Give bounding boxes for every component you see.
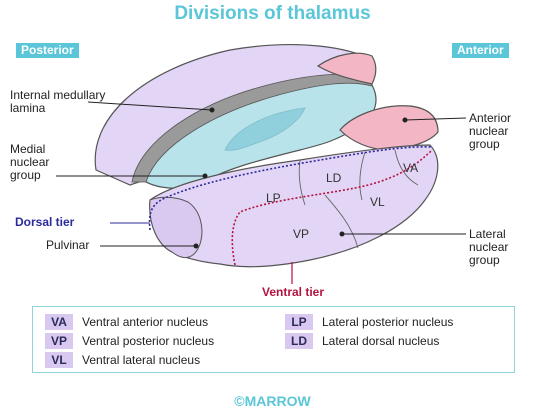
vl-vp-divider: [324, 194, 359, 249]
anterior-nuclear-group: [339, 105, 439, 151]
legend-item-vp: VP Ventral posterior nucleus: [45, 333, 214, 349]
label-ventral-tier: Ventral tier: [262, 285, 325, 299]
anterior-nuclear-group-top: [316, 52, 377, 85]
legend-item-va: VA Ventral anterior nucleus: [45, 314, 208, 330]
label-pulvinar: Pulvinar: [46, 238, 90, 252]
legend-text-vp: Ventral posterior nucleus: [82, 334, 215, 348]
anterior-tag: Anterior: [452, 43, 509, 58]
legend-item-lp: LP Lateral posterior nucleus: [285, 314, 453, 330]
leader-anterior-group: [404, 117, 467, 121]
label-medial-nuclear-group: Medial nuclear group: [10, 142, 50, 182]
legend-abbr-vp: VP: [45, 333, 73, 349]
pulvinar: [149, 196, 203, 259]
legend-text-ld: Lateral dorsal nucleus: [322, 334, 440, 348]
legend-text-va: Ventral anterior nucleus: [82, 315, 209, 329]
dot-lateral-group: [339, 231, 345, 237]
legend-abbr-ld: LD: [285, 333, 313, 349]
legend-abbr-va: VA: [45, 314, 73, 330]
thalamus-illustration: LP LD VA VL VP: [56, 43, 467, 284]
label-anterior-nuclear-group: Anterior nuclear group: [469, 111, 512, 151]
ventral-tier-boundary: [231, 149, 433, 266]
label-dorsal-tier: Dorsal tier: [15, 215, 75, 229]
mark-va: VA: [403, 161, 418, 175]
mark-vl: VL: [370, 195, 385, 209]
legend-text-vl: Ventral lateral nucleus: [82, 353, 201, 367]
legend-abbr-vl: VL: [45, 352, 73, 368]
diagram-title: Divisions of thalamus: [174, 3, 371, 24]
mark-lp: LP: [266, 191, 281, 205]
dot-medial-group: [202, 173, 208, 179]
ld-vl-divider: [359, 151, 366, 201]
medial-inner-pocket: [224, 107, 306, 151]
legend-item-ld: LD Lateral dorsal nucleus: [285, 333, 439, 349]
legend-item-vl: VL Ventral lateral nucleus: [45, 352, 200, 368]
label-internal-medullary-lamina: Internal medullary lamina: [10, 88, 106, 115]
dot-anterior-group: [402, 117, 408, 123]
legend-text-lp: Lateral posterior nucleus: [322, 315, 454, 329]
dot-pulvinar: [193, 243, 199, 249]
legend-abbr-lp: LP: [285, 314, 313, 330]
legend-box: VA Ventral anterior nucleus VP Ventral pos…: [32, 306, 515, 373]
mark-vp: VP: [293, 227, 309, 241]
posterior-tag: Posterior: [16, 43, 79, 58]
credit-logo: ©MARROW: [234, 393, 311, 409]
mark-ld: LD: [326, 171, 342, 185]
va-vl-divider: [394, 149, 419, 186]
dot-internal-lamina: [209, 107, 215, 113]
leader-internal-lamina: [87, 101, 213, 111]
label-lateral-nuclear-group: Lateral nuclear group: [469, 227, 509, 267]
